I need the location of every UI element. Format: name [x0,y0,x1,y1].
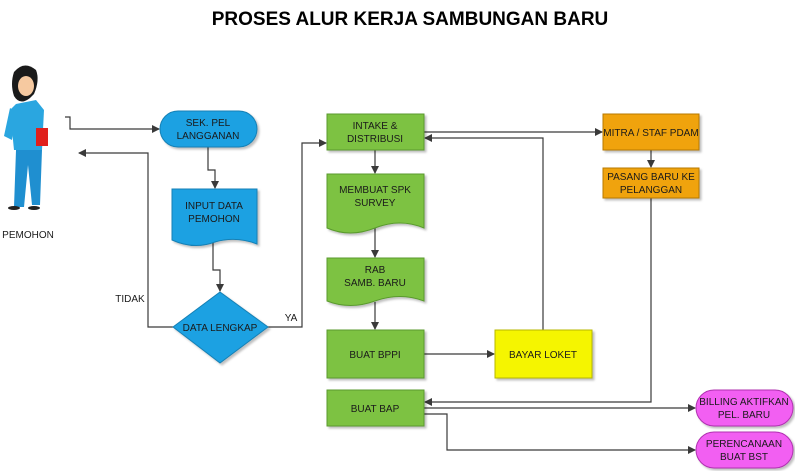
node-bayar[interactable] [494,329,593,379]
node-rab-line2: SAMB. BARU [344,278,406,289]
node-perencanaan-line1: PERENCANAAN [706,439,782,450]
node-input-data-line1: INPUT DATA [185,201,243,212]
node-pasang[interactable] [602,167,700,199]
node-bayar-label: BAYAR LOKET [509,350,577,361]
node-pasang-line1: PASANG BARU KE [607,172,695,183]
applicant-figure-icon [4,65,48,210]
node-input-data-line2: PEMOHON [188,214,240,225]
decision-data-lengkap[interactable] [172,291,269,364]
diagram-title: PROSES ALUR KERJA SAMBUNGAN BARU [212,9,609,30]
node-spk[interactable] [326,173,425,234]
node-bppi-label: BUAT BPPI [349,350,400,361]
node-mitra-label: MITRA / STAF PDAM [603,128,698,139]
node-bap-label: BUAT BAP [351,404,400,415]
connectors [65,116,696,454]
actor-label: PEMOHON [2,230,54,241]
node-bap[interactable] [326,389,425,427]
node-rab[interactable] [326,257,425,306]
node-pasang-line2: PELANGGAN [620,185,682,196]
node-spk-line2: SURVEY [355,198,396,209]
node-intake[interactable] [326,113,425,151]
node-spk-line1: MEMBUAT SPK [339,185,411,196]
node-sek-pel[interactable] [159,110,258,148]
node-input-data[interactable] [171,188,258,246]
node-perencanaan[interactable] [695,431,794,469]
node-billing[interactable] [695,389,794,427]
node-perencanaan-line2: BUAT BST [720,452,768,463]
edge-label-yes: YA [285,313,298,324]
node-bppi[interactable] [326,329,425,379]
node-shapes-green [326,113,794,469]
decision-label: DATA LENGKAP [183,323,258,334]
edge-label-no: TIDAK [115,294,145,305]
node-intake-line2: DISTRIBUSI [347,134,403,145]
node-intake-line1: INTAKE & [353,121,398,132]
node-sek-pel-line1: SEK. PEL [186,118,231,129]
node-rab-line1: RAB [365,265,386,276]
node-billing-line1: BILLING AKTIFKAN [699,397,788,408]
node-billing-line2: PEL. BARU [718,410,770,421]
node-mitra[interactable] [602,113,700,151]
node-sek-pel-line2: LANGGANAN [177,131,240,142]
